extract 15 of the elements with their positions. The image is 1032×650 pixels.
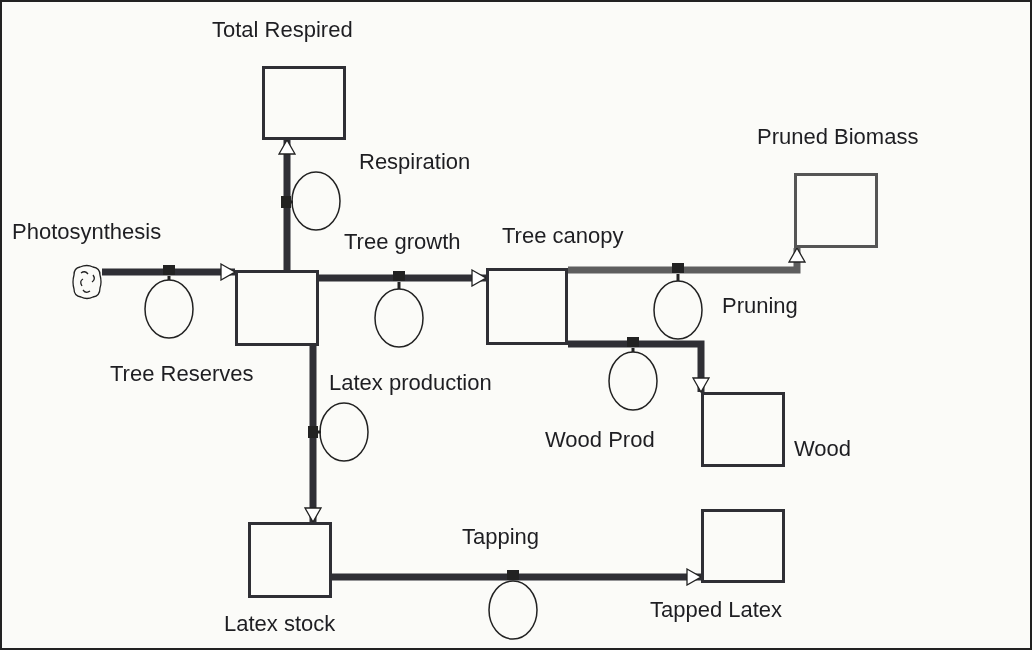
stock-label: Wood <box>794 436 852 462</box>
stock-label: Pruned Biomass <box>757 124 919 150</box>
flow-label: Tree growth <box>344 229 461 255</box>
stock-label: Tree canopy <box>502 223 624 249</box>
stock-label: Latex stock <box>224 611 336 637</box>
flow-label: Respiration <box>359 149 471 175</box>
stock-label: Tapped Latex <box>650 597 783 623</box>
flow-label: Photosynthesis <box>12 219 162 245</box>
flow-label: Wood Prod <box>545 427 655 453</box>
flow-label: Latex production <box>329 370 492 396</box>
stock-label: Tree Reserves <box>110 361 254 387</box>
flow-label: Tapping <box>462 524 540 550</box>
stock-label: Total Respired <box>212 17 353 43</box>
flow-pipe <box>278 139 296 270</box>
flow-label: Pruning <box>722 293 798 319</box>
